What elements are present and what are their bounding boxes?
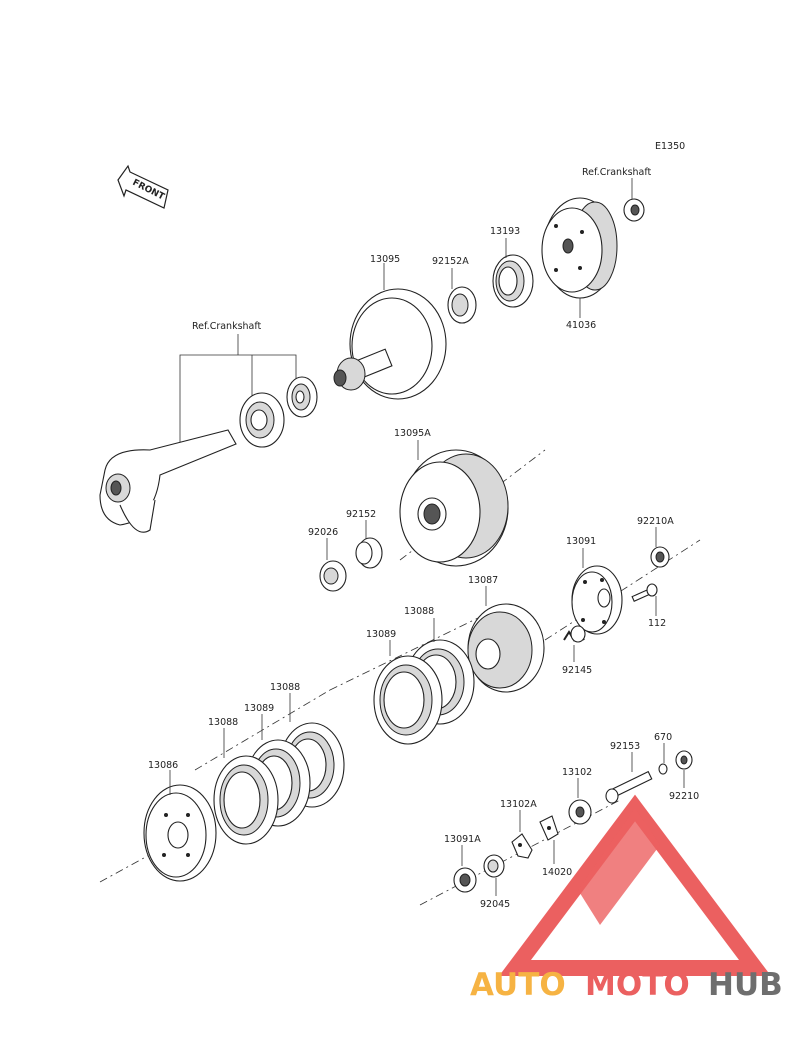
label-92210A: 92210A <box>637 516 674 527</box>
part-92210 <box>675 750 693 770</box>
watermark-hub: HUB <box>708 967 783 1003</box>
part-112 <box>631 583 658 602</box>
label-13095A: 13095A <box>394 428 431 439</box>
label-92152: 92152 <box>346 509 376 520</box>
label-13102: 13102 <box>562 767 592 778</box>
part-92026 <box>319 560 347 592</box>
label-13089-a: 13089 <box>244 703 274 714</box>
label-13086: 13086 <box>148 760 178 771</box>
label-41036: 41036 <box>566 320 596 331</box>
front-arrow-icon: FRONT <box>117 164 169 209</box>
label-92145: 92145 <box>562 665 592 676</box>
part-13102 <box>568 799 592 825</box>
label-92153: 92153 <box>610 741 640 752</box>
part-14020 <box>539 815 559 841</box>
label-13091A: 13091A <box>444 834 481 845</box>
label-112: 112 <box>648 618 666 629</box>
part-13193 <box>492 254 534 308</box>
label-13088-b: 13088 <box>404 606 434 617</box>
watermark-auto: AUTO <box>470 967 566 1003</box>
label-13193: 13193 <box>490 226 520 237</box>
watermark-moto: MOTO <box>585 967 690 1003</box>
label-92045: 92045 <box>480 899 510 910</box>
label-14020: 14020 <box>542 867 572 878</box>
part-crankshaft-gear <box>286 376 318 418</box>
part-13095A <box>399 449 509 567</box>
part-crankshaft-nut <box>623 198 645 222</box>
label-ref-crankshaft-top: Ref.Crankshaft <box>582 167 652 178</box>
label-13091: 13091 <box>566 536 596 547</box>
part-92152A <box>447 286 477 324</box>
part-670 <box>658 763 668 775</box>
part-13095 <box>333 288 447 400</box>
part-41036 <box>541 197 618 299</box>
part-13086 <box>143 784 217 882</box>
part-13091A <box>453 867 477 893</box>
label-670: 670 <box>654 732 672 743</box>
part-13087 <box>467 603 545 693</box>
part-92153 <box>605 770 653 804</box>
label-92210: 92210 <box>669 791 699 802</box>
part-13102A <box>511 833 533 859</box>
label-13095: 13095 <box>370 254 400 265</box>
label-13088-c: 13088 <box>208 717 238 728</box>
label-13089-b: 13089 <box>366 629 396 640</box>
label-13102A: 13102A <box>500 799 537 810</box>
part-92145 <box>563 625 586 643</box>
part-13091 <box>571 565 623 635</box>
automotohub-logo: AUTO MOTO HUB <box>470 794 783 1003</box>
label-13088-a: 13088 <box>270 682 300 693</box>
diagram-code: E1350 <box>655 141 685 152</box>
part-13089-b <box>373 655 443 745</box>
label-ref-crankshaft-left: Ref.Crankshaft <box>192 321 262 332</box>
part-92045 <box>483 854 505 878</box>
part-crankshaft <box>99 429 237 533</box>
label-13087: 13087 <box>468 575 498 586</box>
part-92210A <box>650 546 670 568</box>
label-92026: 92026 <box>308 527 338 538</box>
part-crankshaft-bearing <box>239 392 285 448</box>
part-13088-c <box>213 755 279 845</box>
label-92152A: 92152A <box>432 256 469 267</box>
part-92152 <box>355 537 383 569</box>
